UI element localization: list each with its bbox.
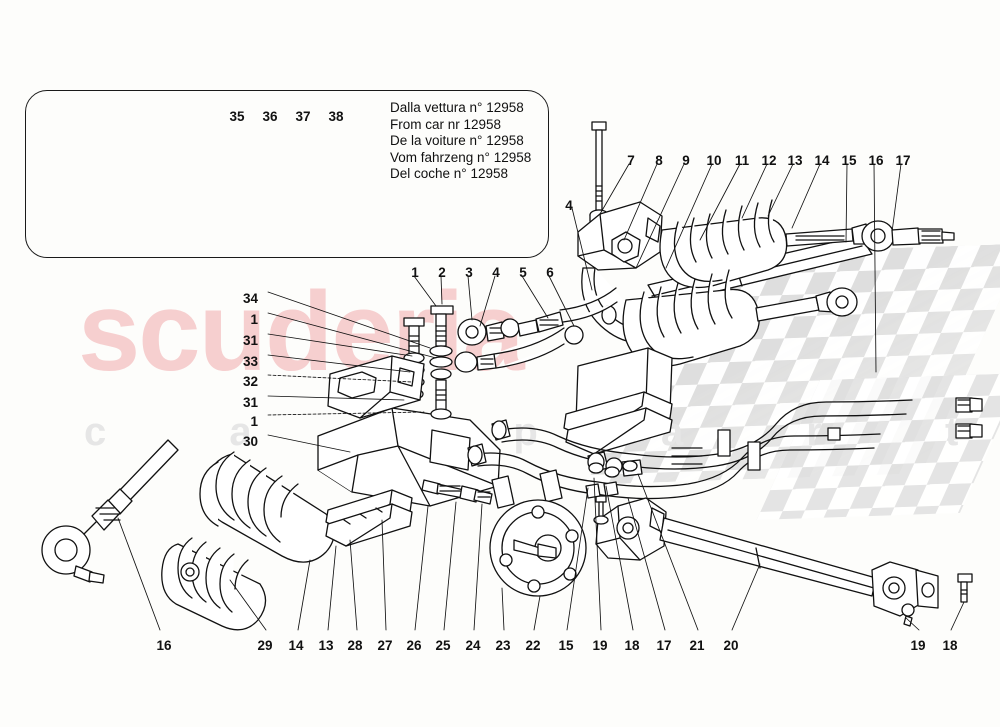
callout-mid-3-2: 3 [465, 265, 473, 280]
callout-bottom-22-10: 22 [525, 638, 541, 653]
callout-mid-4-3: 4 [492, 265, 500, 280]
callout-bottom-13-3: 13 [318, 638, 334, 653]
callout-bottom-14-2: 14 [288, 638, 304, 653]
callout-top-14-7: 14 [814, 153, 830, 168]
callout-bottom-20-16: 20 [723, 638, 739, 653]
callout-bottom-18-13: 18 [624, 638, 640, 653]
flange-bolts [421, 479, 493, 505]
inset-note-line-en: From car nr 12958 [390, 116, 502, 132]
callout-bottom-16-0: 16 [156, 638, 172, 653]
callout-mid-5-4: 5 [519, 265, 527, 280]
callout-bottom-17-14: 17 [656, 638, 672, 653]
inset-note-line-it: Dalla vettura n° 12958 [390, 100, 524, 115]
callout-left-30-7: 30 [242, 434, 258, 449]
inset-callout-35-0: 35 [229, 109, 245, 124]
inset-callout-37-2: 37 [295, 109, 311, 124]
callout-top-8-1: 8 [655, 153, 663, 168]
callout-mid-6-5: 6 [546, 265, 554, 280]
callout-left-31-2: 31 [242, 333, 258, 348]
inset-box [25, 90, 549, 258]
leader-lines [117, 163, 965, 631]
callout-bottom-26-6: 26 [406, 638, 422, 653]
callout-left-31-5: 31 [242, 395, 258, 410]
inset-note-text: Dalla vettura n° 12958 From car nr 12958… [390, 100, 531, 183]
callout-top-15-8: 15 [841, 153, 857, 168]
callout-left-32-4: 32 [242, 374, 258, 389]
inset-callout-36-1: 36 [262, 109, 278, 124]
rack-boot-left [199, 451, 335, 563]
callout-top-9-2: 9 [682, 153, 690, 168]
callout-bottom-19-12: 19 [592, 638, 608, 653]
callout-left-1-6: 1 [250, 414, 258, 429]
steering-rack-housing [317, 407, 501, 507]
callout-mid-1-0: 1 [411, 265, 419, 280]
callout-bottom-23-9: 23 [495, 638, 511, 653]
callout-top-13-6: 13 [787, 153, 803, 168]
inset-note-line-fr: De la voiture n° 12958 [390, 133, 524, 149]
callout-left-1-1: 1 [250, 312, 258, 327]
inset-note-line-es: Del coche n° 12958 [390, 166, 508, 182]
rack-mount-bracket-lower [325, 489, 413, 547]
inset-callout-38-3: 38 [328, 109, 344, 124]
lower-flange-plate [489, 499, 587, 597]
callout-bottom-29-1: 29 [257, 638, 273, 653]
callout-bottom-24-8: 24 [465, 638, 481, 653]
callout-bottom-28-4: 28 [347, 638, 363, 653]
inset-note-line-de: Vom fahrzeng n° 12958 [390, 149, 532, 165]
callout-bottom-19-17: 19 [910, 638, 926, 653]
loose-boot-part [161, 537, 267, 631]
callout-top-12-5: 12 [761, 153, 777, 168]
callout-left-33-3: 33 [242, 354, 258, 369]
callout-mid-2-1: 2 [438, 265, 446, 280]
callout-top-16-9: 16 [868, 153, 884, 168]
callout-top-11-4: 11 [734, 153, 750, 168]
callout-top-7-0: 7 [627, 153, 635, 168]
callout-bottom-15-11: 15 [558, 638, 574, 653]
tie-rod-left-lower [41, 439, 179, 584]
callout-standalone-4-0: 4 [565, 198, 573, 213]
callout-bottom-25-7: 25 [435, 638, 451, 653]
callout-top-17-10: 17 [895, 153, 911, 168]
callout-left-34-0: 34 [242, 291, 258, 306]
callout-bottom-18-18: 18 [942, 638, 958, 653]
callout-top-10-3: 10 [706, 153, 722, 168]
callout-bottom-21-15: 21 [689, 638, 705, 653]
callout-bottom-27-5: 27 [377, 638, 393, 653]
rack-mount-block-upper [327, 355, 425, 419]
